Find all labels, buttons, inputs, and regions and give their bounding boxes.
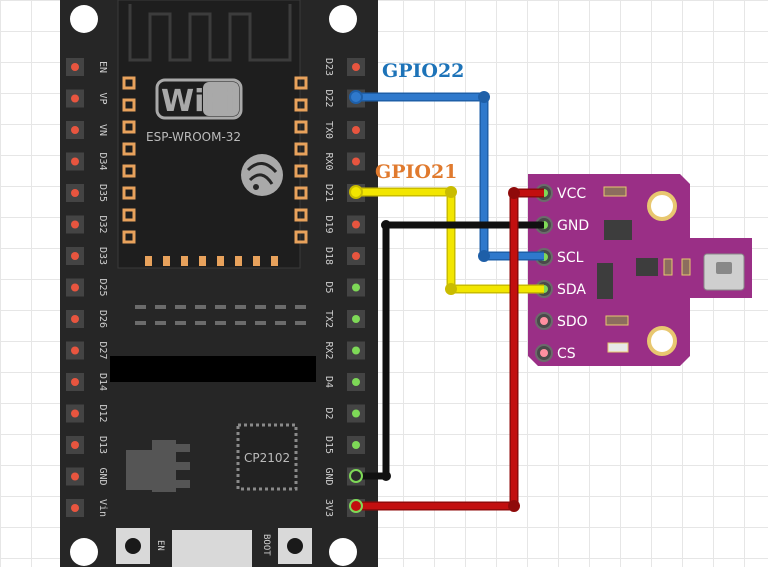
- header-pin-d35: [71, 189, 79, 197]
- esp32-board: WiFi ESP-WROOM-32: [60, 0, 378, 567]
- pin-label: RX2: [323, 341, 334, 359]
- svg-text:EN: EN: [155, 540, 165, 551]
- header-pin-d27: [71, 346, 79, 355]
- header-pin-d13: [71, 441, 79, 449]
- header-pin-d4: [352, 378, 360, 386]
- header-pin-tx2: [352, 315, 360, 323]
- pin-label: D22: [323, 89, 334, 107]
- module-pads-bottom: [145, 256, 278, 266]
- sensor-components: [597, 186, 691, 353]
- sensor-pin-label: CS: [557, 346, 576, 362]
- sensor-pin-label: SDO: [557, 314, 588, 330]
- pin-label: D2: [323, 407, 334, 419]
- header-pin-d18: [352, 252, 360, 260]
- svg-text:BOOT: BOOT: [261, 534, 271, 556]
- header-pin-vn: [71, 126, 79, 134]
- pin-label: D14: [97, 373, 108, 391]
- pin-label: D33: [97, 247, 108, 265]
- pin-label: D5: [323, 281, 334, 293]
- mount-hole-bottom-right: [329, 538, 357, 566]
- en-button[interactable]: EN: [116, 528, 165, 564]
- sensor-pin-label: GND: [557, 218, 589, 234]
- header-pin-d32: [71, 220, 79, 229]
- pin-label: D13: [97, 436, 108, 454]
- header-pin-d12: [71, 409, 79, 418]
- cp2102-chip: CP2102: [236, 423, 298, 491]
- wire-gnd: [356, 221, 544, 480]
- header-pin-d14: [71, 378, 79, 386]
- bme280-sensor-board: VCC GND SCL SDA SDO CS: [528, 174, 752, 366]
- header-pin-rx0: [352, 157, 360, 166]
- pin-label: D35: [97, 184, 108, 202]
- pin-label: D15: [323, 436, 334, 454]
- pin-label: GND: [323, 467, 334, 485]
- boot-button[interactable]: BOOT: [261, 528, 312, 564]
- header-pin-d33: [71, 252, 79, 260]
- header-pin-vin: [71, 504, 79, 512]
- pin-label: 3V3: [323, 499, 334, 517]
- module-name: ESP-WROOM-32: [146, 130, 241, 144]
- pin-label: VP: [97, 92, 108, 104]
- header-pin-d2: [352, 409, 360, 418]
- pin-label: TX2: [323, 310, 334, 328]
- header-pin-d26: [71, 315, 79, 323]
- label-gpio21: GPIO21: [375, 161, 457, 183]
- sensor-pin-label: VCC: [557, 186, 586, 202]
- espressif-logo-icon: [241, 154, 283, 196]
- wroom-module: WiFi ESP-WROOM-32: [117, 0, 308, 269]
- module-pads-left: [122, 76, 136, 244]
- pin-label: Vin: [97, 499, 108, 517]
- pin-label: D25: [97, 278, 108, 296]
- antenna-trace: [128, 4, 292, 62]
- sensor-mount-hole-top: [647, 191, 677, 221]
- voltage-regulator: [126, 440, 190, 492]
- sensor-mount-hole-bottom: [647, 326, 677, 356]
- pin-label: D27: [97, 341, 108, 359]
- header-pin-en: [71, 63, 79, 71]
- sensor-pin-label: SCL: [557, 250, 584, 266]
- pin-label: EN: [97, 61, 108, 73]
- sensor-pin-dot: [540, 349, 548, 357]
- mount-hole-bottom-left: [70, 538, 98, 566]
- header-pin-d25: [71, 283, 79, 292]
- sensor-pin-label: SDA: [557, 282, 586, 298]
- svg-text:CP2102: CP2102: [244, 451, 290, 465]
- pin-label: VN: [97, 124, 108, 136]
- module-pads-right: [294, 76, 308, 244]
- header-pin-gnd: [71, 472, 79, 481]
- header-pin-vp: [71, 94, 79, 103]
- pin-label: D34: [97, 152, 108, 170]
- sensor-pin-dot: [540, 317, 548, 325]
- pin-label: D23: [323, 58, 334, 76]
- board-black-strip: [110, 356, 316, 382]
- usb-connector: [172, 530, 252, 567]
- pin-label: D12: [97, 404, 108, 422]
- mount-hole-top-left: [70, 5, 98, 33]
- pin-label: D4: [323, 376, 334, 388]
- label-gpio22: GPIO22: [382, 60, 464, 82]
- header-pin-d15: [352, 441, 360, 449]
- pin-label: GND: [97, 467, 108, 485]
- pin-label: RX0: [323, 152, 334, 170]
- svg-text:WiFi: WiFi: [161, 84, 235, 119]
- wire-end-markers: [349, 90, 363, 513]
- board-traces: [135, 305, 306, 325]
- pin-label: D21: [323, 184, 334, 202]
- wifi-logo: WiFi: [155, 78, 243, 120]
- sensor-pin-header: VCC GND SCL SDA SDO CS: [535, 184, 589, 362]
- header-pin-tx0: [352, 126, 360, 134]
- header-pin-d23: [352, 63, 360, 71]
- pin-label: D19: [323, 215, 334, 233]
- header-pin-d19: [352, 220, 360, 229]
- header-pin-rx2: [352, 346, 360, 355]
- header-pin-d5: [352, 283, 360, 292]
- pressure-sensor-chip: [703, 253, 745, 291]
- header-pin-d34: [71, 157, 79, 166]
- pin-label: D18: [323, 247, 334, 265]
- pin-label: D26: [97, 310, 108, 328]
- pin-label: D32: [97, 215, 108, 233]
- pin-label: TX0: [323, 121, 334, 139]
- mount-hole-top-right: [329, 5, 357, 33]
